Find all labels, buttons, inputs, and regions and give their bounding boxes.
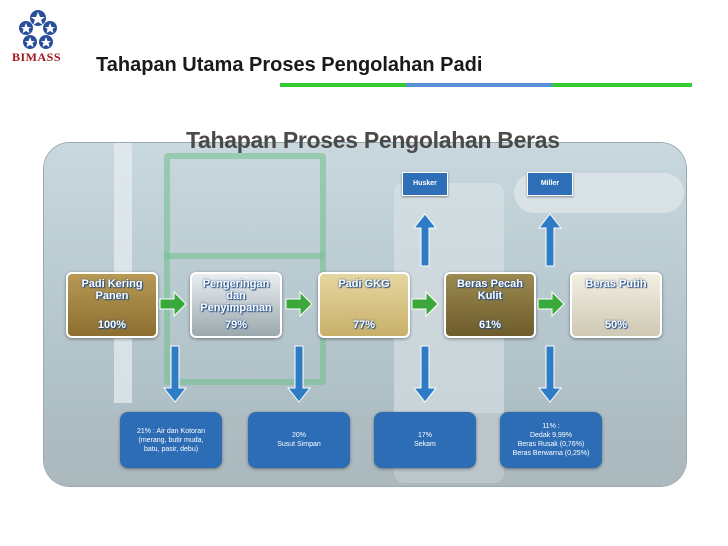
- loss-line: 11% :: [542, 423, 560, 430]
- husker-box: Husker: [402, 172, 448, 196]
- stage-percent: 79%: [224, 319, 248, 331]
- arrow-right-2: [285, 290, 313, 318]
- arrow-right-3: [411, 290, 439, 318]
- factory-scaffold-crossbar: [164, 253, 324, 259]
- stage-percent: 100%: [97, 319, 127, 331]
- arrow-right-1: [159, 290, 187, 318]
- loss-line: 17%: [417, 432, 432, 439]
- stage-name: Padi Kering Panen: [81, 278, 143, 302]
- title-rule-left: [280, 83, 406, 87]
- stage-beras-putih: Beras Putih 50%: [570, 272, 662, 338]
- loss-line: Dedak 9,99%: [529, 432, 573, 439]
- arrow-up-miller: [537, 213, 563, 267]
- loss-box-air-kotoran: 21% : Air dan Kotoran (merang, butir mud…: [120, 412, 222, 468]
- loss-line: batu, pasir, debu): [143, 445, 199, 453]
- stage-pengeringan: Pengeringan dan Penyimpanan 79%: [190, 272, 282, 338]
- stage-percent: 61%: [478, 319, 502, 331]
- bimass-logo: [10, 8, 80, 68]
- stage-name: Padi GKG: [338, 278, 390, 290]
- page-title: Tahapan Utama Proses Pengolahan Padi: [96, 54, 483, 76]
- loss-line: 20%: [291, 432, 306, 439]
- factory-scaffold: [164, 153, 326, 385]
- title-rule-mid: [406, 83, 552, 87]
- arrow-right-4: [537, 290, 565, 318]
- stage-name: Beras Putih: [585, 278, 647, 290]
- star-cluster-icon: [19, 10, 57, 49]
- arrow-down-4: [537, 345, 563, 403]
- stage-percent: 50%: [604, 319, 628, 331]
- stage-name: Pengeringan dan Penyimpanan: [200, 278, 272, 314]
- arrow-up-husker: [412, 213, 438, 267]
- loss-box-susut-simpan: 20% Susut Simpan: [248, 412, 350, 468]
- arrow-down-1: [162, 345, 188, 403]
- loss-line: (merang, butir muda,: [138, 436, 204, 444]
- stage-name: Beras Pecah Kulit: [456, 278, 524, 302]
- stage-padi-kering-panen: Padi Kering Panen 100%: [66, 272, 158, 338]
- title-rule-right: [552, 83, 692, 87]
- arrow-down-2: [286, 345, 312, 403]
- miller-box: Miller: [527, 172, 573, 196]
- stage-percent: 77%: [352, 319, 376, 331]
- loss-line: Sekam: [414, 441, 436, 448]
- loss-line: Susut Simpan: [277, 441, 321, 448]
- loss-line: Beras Rusak (0,76%): [517, 441, 585, 448]
- arrow-down-3: [412, 345, 438, 403]
- loss-box-dedak: 11% : Dedak 9,99% Beras Rusak (0,76%) Be…: [500, 412, 602, 468]
- loss-line: 21% : Air dan Kotoran: [136, 427, 206, 435]
- loss-box-sekam: 17% Sekam: [374, 412, 476, 468]
- logo-text: BIMASS: [12, 50, 62, 64]
- stage-beras-pecah-kulit: Beras Pecah Kulit 61%: [444, 272, 536, 338]
- loss-line: Beras Berwarna (0,25%): [512, 450, 590, 457]
- stage-padi-gkg: Padi GKG 77%: [318, 272, 410, 338]
- diagram-title: Tahapan Proses Pengolahan Beras: [186, 127, 560, 153]
